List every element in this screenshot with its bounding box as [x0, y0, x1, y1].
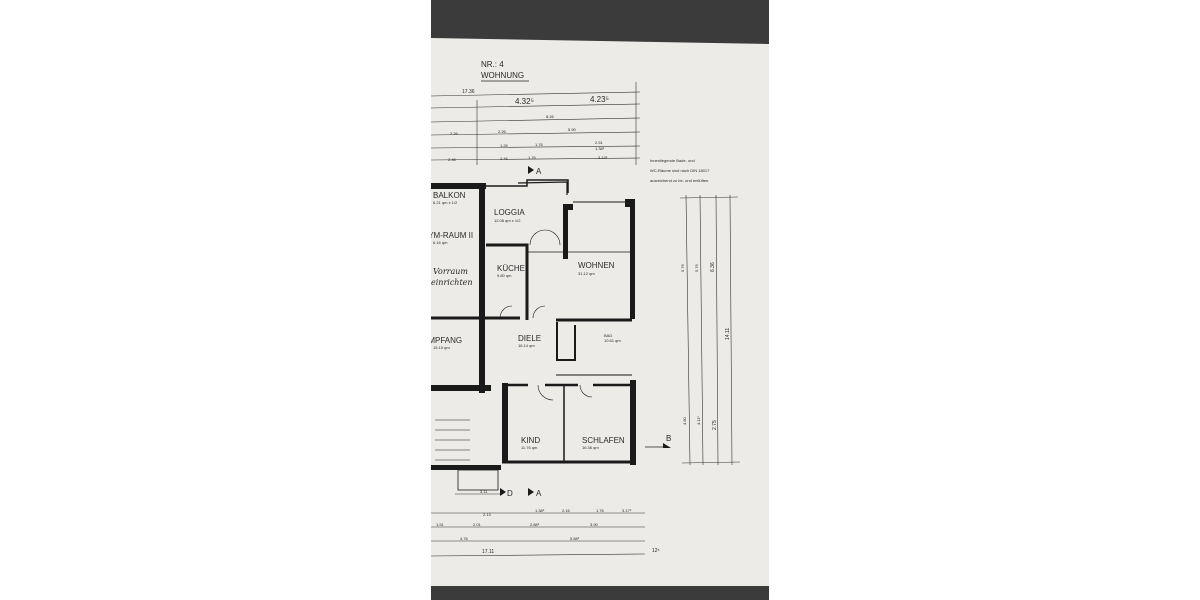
dim-label: 1.76	[528, 155, 537, 160]
room-area: 31.12 qm	[578, 271, 595, 276]
room-area: 11.76 qm	[521, 445, 538, 450]
room-area: 6.16 qm	[433, 240, 448, 245]
room-area: 16.36 qm	[582, 445, 599, 450]
room-name-kind: KIND	[521, 436, 540, 445]
dim-label: 5.76	[694, 263, 699, 272]
handwritten-note: einrichten	[431, 278, 473, 287]
room-area: 10.61 qm	[604, 338, 621, 343]
dark-background-bottom	[431, 586, 769, 600]
section-marker-b: B	[666, 434, 671, 443]
dim-label: 6.36	[710, 262, 716, 272]
room-name-balkon: BALKON	[433, 191, 466, 200]
paper	[431, 0, 769, 600]
dim-label: 2.75	[712, 420, 718, 430]
right-dimension-lines	[679, 194, 741, 466]
room-name-gym-raum: GYM-RAUM II	[431, 231, 473, 240]
dim-label: 5.90	[568, 127, 577, 132]
room-name-loggia: LOGGIA	[494, 208, 525, 217]
walls	[431, 179, 636, 491]
section-marker-a: A	[536, 167, 542, 176]
section-marker-a: A	[536, 489, 542, 498]
dim-label: 1.26	[500, 143, 509, 148]
top-dimension-lines	[431, 82, 641, 165]
note-line: ausreichend zu be- und entlüften.	[650, 178, 709, 183]
dim-label: 3.17⁵	[622, 508, 632, 513]
floor-plan-photo: NR.: 4 WOHNUNG 17.36 4.32⁵ 4.23⁵ 8.26 2.…	[431, 0, 769, 600]
dim-label: 2.16	[562, 508, 571, 513]
note-line: WC-Räume sind nach DIN 18017	[650, 168, 710, 173]
room-area: 15.15 qm	[433, 345, 450, 350]
room-name-kueche: KÜCHE	[497, 264, 525, 273]
room-labels: BALKON 6.21 qm x 1/2 GYM-RAUM II 6.16 qm…	[431, 191, 625, 450]
dim-label: 8.26	[546, 114, 555, 119]
note-line: Innenliegende Bade- und	[650, 158, 695, 163]
dim-label: 1.38⁵	[535, 508, 545, 513]
dim-label: 5.88⁵	[570, 536, 580, 541]
room-area: 12.08 qm x 1/2	[494, 218, 521, 223]
dim-label: 2.26	[450, 131, 459, 136]
dim-label: 3.90	[590, 522, 599, 527]
dim-label: 5.76	[680, 263, 685, 272]
dim-label: 2.46	[448, 157, 457, 162]
room-name-bad: BAD	[604, 333, 612, 338]
dim-label: 17.11	[482, 549, 494, 555]
room-area: 16.14 qm	[518, 343, 535, 348]
dim-label: 1.76	[535, 142, 544, 147]
room-name-empfang: EMPFANG	[431, 336, 462, 345]
dim-label: 2.51	[595, 140, 604, 145]
bottom-dimension-lines	[431, 493, 646, 557]
dim-label: 2.88⁵	[530, 522, 540, 527]
dim-label: 2.46	[500, 156, 509, 161]
dim-label: 1.38⁵	[595, 146, 605, 151]
plan-title: WOHNUNG	[481, 71, 524, 80]
dim-label: 17.36	[462, 89, 475, 95]
handwritten-note: Vorraum	[433, 267, 468, 276]
dim-label: 2.26	[498, 129, 507, 134]
dim-label: 4.23⁵	[590, 95, 609, 104]
dim-label: 14.11	[725, 328, 731, 340]
room-name-diele: DIELE	[518, 334, 541, 343]
dim-label: 4.76	[460, 536, 469, 541]
dim-label: 3.13⁵	[598, 155, 608, 160]
dim-label: 3.11	[480, 489, 488, 494]
plan-number: NR.: 4	[481, 60, 504, 69]
room-name-schlafen: SCHLAFEN	[582, 436, 625, 445]
dim-label: 1.76	[596, 508, 605, 513]
room-area: 6.21 qm x 1/2	[433, 200, 458, 205]
dim-label: 2.01	[473, 522, 482, 527]
section-marker-d: D	[507, 489, 513, 498]
dim-label: 4.80	[682, 416, 687, 425]
section-markers: A A B D	[500, 166, 671, 498]
dim-label: 1.51	[436, 522, 445, 527]
room-name-wohnen: WOHNEN	[578, 261, 615, 270]
dim-label: 4.11⁵	[696, 416, 701, 425]
room-area: 9.80 qm	[497, 273, 512, 278]
dim-label: 4.32⁵	[515, 97, 534, 106]
dim-label: 2.13	[483, 512, 492, 517]
dim-label: 12⁵	[652, 548, 660, 554]
